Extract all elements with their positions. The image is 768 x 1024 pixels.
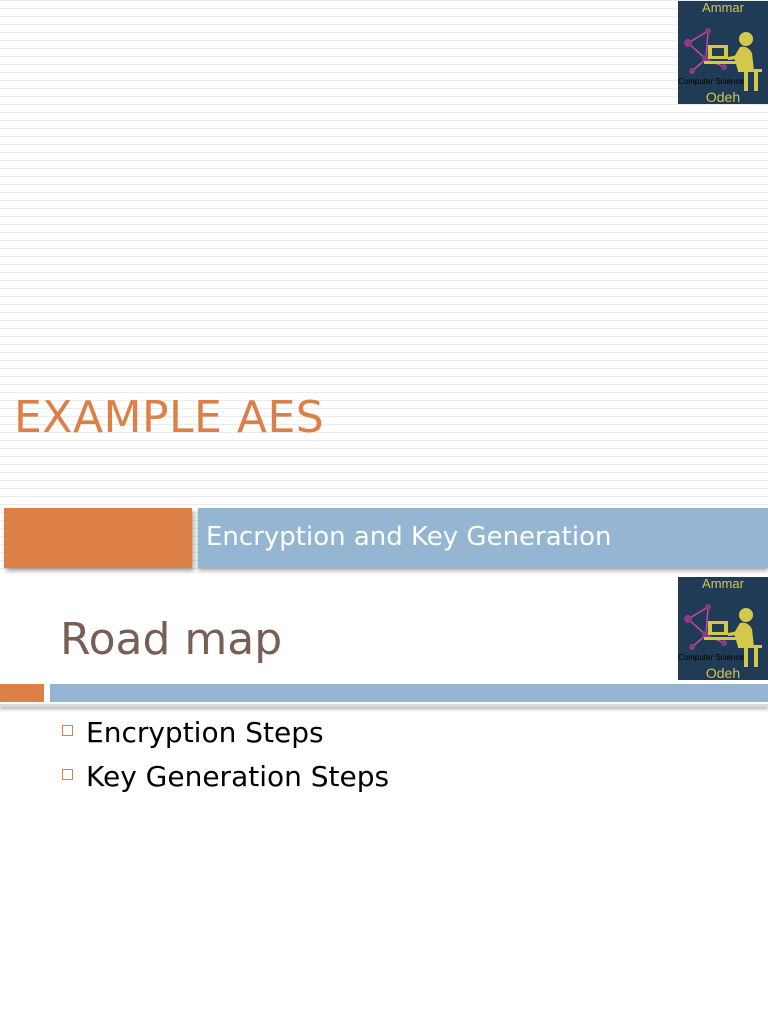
accent-block (4, 508, 192, 568)
person-at-computer-icon (684, 604, 762, 667)
slide-road-map: Road map (0, 576, 768, 1024)
person-at-computer-icon (684, 28, 762, 91)
author-logo: Ammar Computer Science Odeh (678, 577, 768, 680)
slide-title: Ammar Computer Science Odeh EXAMPLE AES … (0, 0, 768, 576)
slide-subtitle: Encryption and Key Generation (206, 522, 612, 552)
subtitle-band: Encryption and Key Generation (198, 508, 768, 568)
logo-bottom-text: Odeh (705, 89, 741, 104)
slide-title-heading: EXAMPLE AES (14, 392, 325, 443)
logo-middle-text: Computer Science (678, 653, 744, 662)
hollow-square-icon (62, 725, 73, 736)
bullet-text: Key Generation Steps (86, 760, 390, 793)
slide-heading: Road map (60, 614, 283, 665)
logo-top-text: Ammar (702, 1, 744, 15)
bullet-text: Encryption Steps (86, 716, 324, 749)
hollow-square-icon (62, 769, 73, 780)
divider (0, 704, 768, 707)
logo-top-text: Ammar (702, 577, 744, 591)
accent-bar (0, 684, 44, 702)
author-logo: Ammar Computer Science Odeh (678, 1, 768, 104)
header-bar (50, 684, 768, 702)
logo-middle-text: Computer Science (678, 77, 744, 86)
logo-bottom-text: Odeh (705, 665, 741, 680)
